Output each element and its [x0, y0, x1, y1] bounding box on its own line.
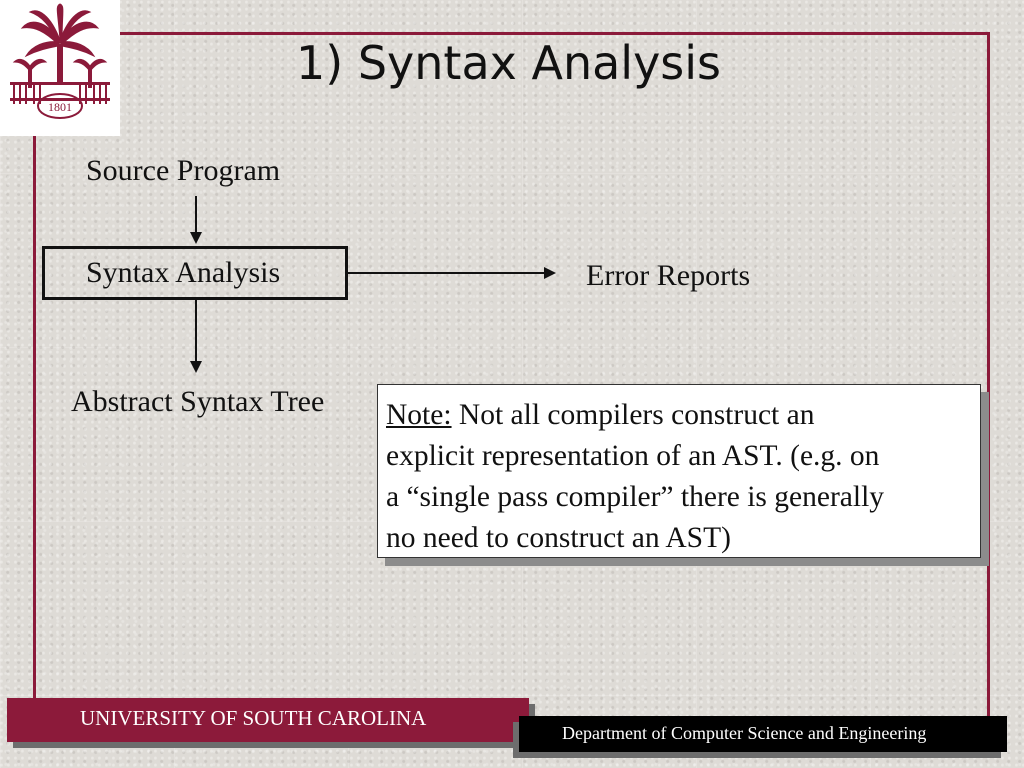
university-name: UNIVERSITY OF SOUTH CAROLINA — [80, 706, 427, 730]
note-prefix: Note: — [386, 399, 452, 431]
frame-top-rule — [118, 32, 990, 35]
arrow-analysis-to-ast — [195, 300, 197, 362]
department-banner: Department of Computer Science and Engin… — [519, 716, 1007, 752]
logo-year: 1801 — [48, 100, 72, 114]
syntax-analysis-label: Syntax Analysis — [86, 256, 281, 289]
university-banner: UNIVERSITY OF SOUTH CAROLINA — [7, 698, 529, 742]
note-line-2: explicit representation of an AST. (e.g.… — [386, 440, 880, 472]
university-logo: 1801 — [0, 0, 120, 136]
note-box: Note: Not all compilers construct an exp… — [377, 384, 981, 558]
arrow-analysis-to-errors — [348, 272, 544, 274]
arrow-source-to-analysis-head — [190, 232, 202, 244]
note-line-1: Note: Not all compilers construct an — [386, 395, 972, 436]
error-reports-label: Error Reports — [586, 259, 751, 292]
frame-right-rule — [987, 32, 990, 724]
slide-title: 1) Syntax Analysis — [296, 36, 722, 90]
source-program-label: Source Program — [86, 154, 281, 187]
frame-left-rule — [33, 136, 36, 724]
note-line-3: a “single pass compiler” there is genera… — [386, 481, 885, 513]
department-name: Department of Computer Science and Engin… — [562, 723, 927, 743]
palmetto-logo-icon: 1801 — [10, 3, 110, 119]
abstract-syntax-tree-label: Abstract Syntax Tree — [71, 385, 325, 418]
syntax-analysis-box — [42, 246, 348, 300]
note-line-1-text: Not all compilers construct an — [458, 399, 815, 431]
note-line-4: no need to construct an AST) — [386, 522, 731, 554]
arrow-source-to-analysis — [195, 196, 197, 234]
arrow-analysis-to-ast-head — [190, 361, 202, 373]
arrow-analysis-to-errors-head — [544, 267, 556, 279]
